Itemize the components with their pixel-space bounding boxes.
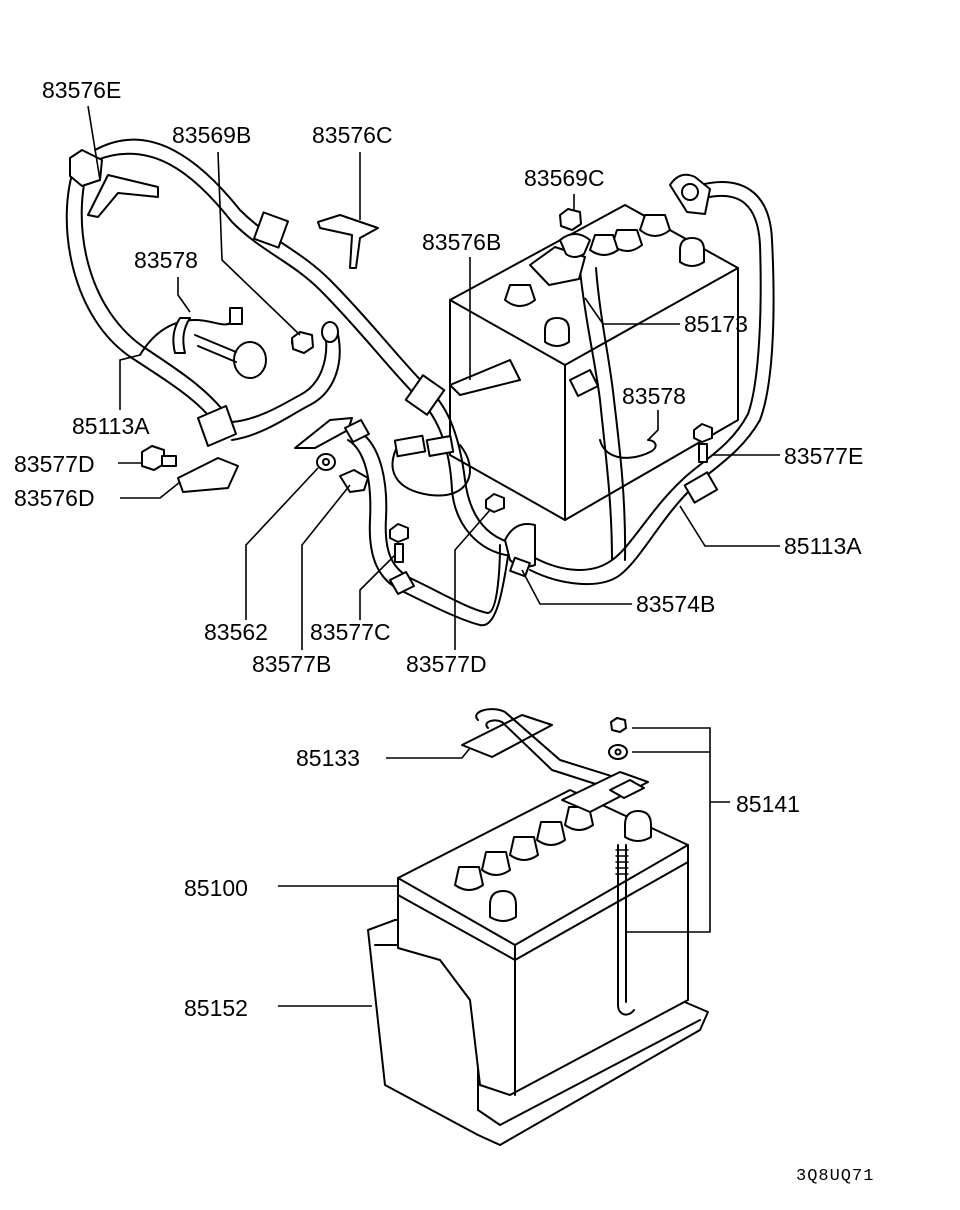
- holddown-85133: [461, 708, 649, 813]
- label-85133: 85133: [296, 745, 360, 771]
- lamp-83578-left: [139, 307, 267, 379]
- label-83569C: 83569C: [524, 165, 605, 191]
- bracket-83576E: [69, 149, 159, 218]
- label-85141: 85141: [736, 791, 800, 817]
- label-83578-right: 83578: [622, 383, 686, 409]
- label-85152: 85152: [184, 995, 248, 1021]
- cable-lower: [294, 417, 536, 627]
- label-83578-left: 83578: [134, 247, 198, 273]
- label-83576D: 83576D: [14, 485, 95, 511]
- label-83562: 83562: [204, 619, 268, 645]
- rod-85141: [608, 717, 635, 1016]
- label-83577D-right: 83577D: [406, 651, 487, 677]
- label-83576B: 83576B: [422, 229, 501, 255]
- part-labels: 83576E 83569B 83576C 83569C 83576B 83578…: [14, 77, 874, 1186]
- label-83577D-left: 83577D: [14, 451, 95, 477]
- harness-85113A-right: [529, 173, 775, 586]
- harness-85113A-left: [65, 138, 521, 557]
- label-85113A-left: 85113A: [72, 413, 150, 439]
- label-85100: 85100: [184, 875, 248, 901]
- label-83577E: 83577E: [784, 443, 863, 469]
- label-83574B: 83574B: [636, 591, 715, 617]
- label-83576E: 83576E: [42, 77, 121, 103]
- label-85113A-right: 85113A: [784, 533, 862, 559]
- leader-lines: [87, 105, 780, 1007]
- label-83569B: 83569B: [172, 122, 251, 148]
- label-83577C: 83577C: [310, 619, 391, 645]
- bracket-83576C: [317, 214, 379, 269]
- cable-85173: [529, 233, 657, 561]
- label-83577B: 83577B: [252, 651, 331, 677]
- label-83576C: 83576C: [312, 122, 393, 148]
- diagram-code: 3Q8UQ71: [796, 1167, 874, 1186]
- label-85173: 85173: [684, 311, 748, 337]
- fasteners-upper: [141, 208, 713, 563]
- battery-85100: [397, 789, 689, 1096]
